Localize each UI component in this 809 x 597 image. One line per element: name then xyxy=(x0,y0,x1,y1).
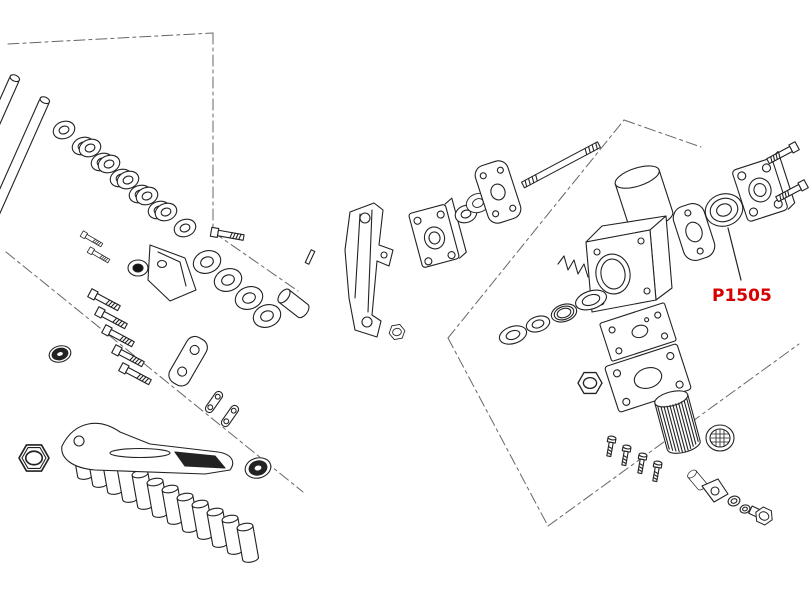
clamp-bolt xyxy=(209,226,245,243)
hex-nut xyxy=(387,323,407,341)
inlet-gasket xyxy=(474,160,522,224)
pump-body xyxy=(585,215,673,313)
construction-line xyxy=(5,251,304,493)
cover-screws xyxy=(604,434,663,483)
pusher-rods xyxy=(0,74,51,237)
clamp-group xyxy=(209,141,601,341)
seal-stack xyxy=(498,289,608,345)
bolt xyxy=(101,324,136,349)
screw xyxy=(650,459,663,483)
leader-line xyxy=(727,227,742,281)
dowel-pin xyxy=(304,249,316,265)
construction-line xyxy=(447,119,625,339)
bolt xyxy=(79,230,104,249)
tie-rod-stud xyxy=(520,141,601,189)
screw xyxy=(604,434,617,458)
spring xyxy=(557,255,589,278)
roller-band xyxy=(50,117,312,332)
dark-roller xyxy=(127,259,149,277)
screw xyxy=(635,451,648,475)
screw xyxy=(619,443,632,467)
rod xyxy=(0,96,51,237)
tube xyxy=(235,521,260,564)
fitting-ring xyxy=(727,495,741,507)
construction-line xyxy=(212,231,299,292)
bolt xyxy=(87,288,122,313)
link-plate xyxy=(168,335,208,387)
grommet xyxy=(48,345,72,363)
lock-nut xyxy=(18,444,50,472)
drain-fittings xyxy=(685,468,776,528)
track-bracket xyxy=(61,422,234,475)
bolt xyxy=(86,246,111,265)
rod xyxy=(0,74,21,222)
construction-lines xyxy=(5,32,800,527)
drain-plug xyxy=(748,504,776,528)
shaft-flange xyxy=(408,197,467,268)
elbow-fitting xyxy=(701,478,729,503)
fitting-ring xyxy=(739,504,751,514)
pump-assembly xyxy=(498,141,809,528)
bolt xyxy=(111,344,146,369)
idler-roller xyxy=(244,457,272,479)
head-gasket xyxy=(672,202,716,262)
valve-plate-upper xyxy=(599,302,677,362)
flange-bolt xyxy=(765,141,800,166)
clamp-bracket xyxy=(344,202,394,338)
mounting-bolts xyxy=(87,288,153,387)
roller-ring xyxy=(50,117,78,143)
construction-line xyxy=(7,32,214,45)
part-number-label[interactable]: P1505 xyxy=(712,286,772,306)
construction-line xyxy=(623,119,702,148)
filter-cartridge xyxy=(654,390,701,454)
piston-roll xyxy=(614,165,674,231)
small-bolts xyxy=(79,230,111,265)
construction-line xyxy=(447,337,549,527)
roller-ring xyxy=(171,215,199,241)
strainer-disc xyxy=(705,424,735,452)
hex-plug xyxy=(577,371,603,395)
pivot-bracket xyxy=(127,244,197,302)
track-assembly xyxy=(18,345,272,564)
bolt xyxy=(94,306,129,331)
retainer-clips xyxy=(204,390,240,428)
